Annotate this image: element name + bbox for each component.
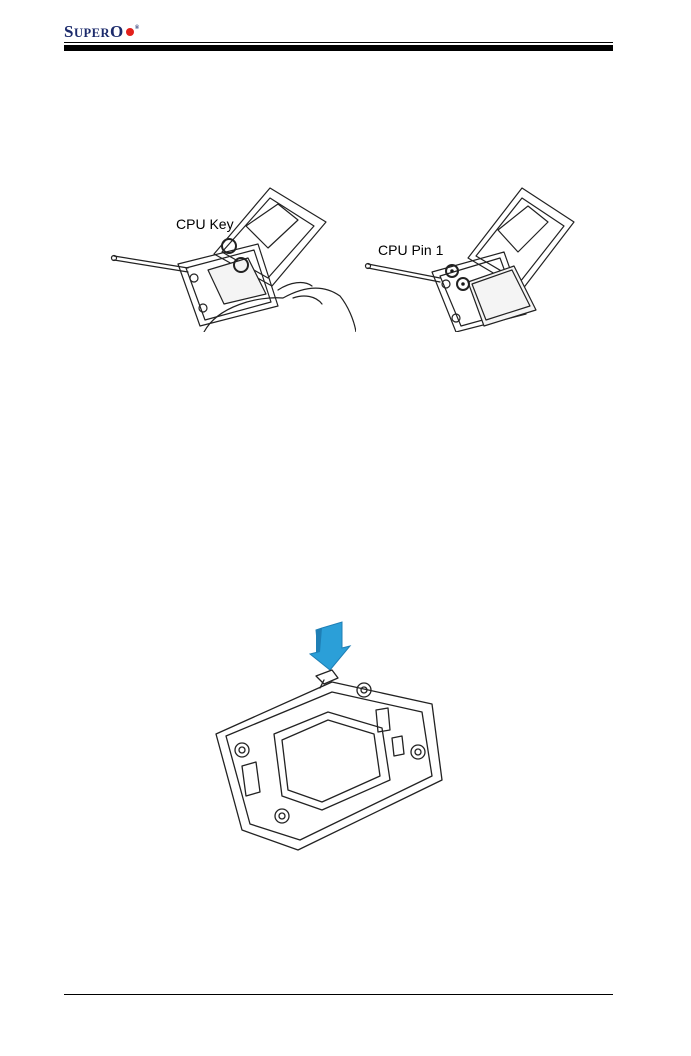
header-rule-thin (64, 42, 613, 43)
logo-letters-uper: UPER (74, 26, 110, 41)
cpu-key-label: CPU Key (176, 216, 234, 232)
logo-letter-s: S (64, 22, 74, 42)
cpu-pin1-illustration (364, 186, 578, 332)
logo-letter-o: O (110, 22, 124, 42)
cpu-key-illustration (108, 186, 356, 332)
figure-socket-install (212, 620, 448, 852)
figure-cpu-pin1: CPU Pin 1 (364, 186, 578, 332)
footer-rule (64, 994, 613, 995)
socket-install-illustration (212, 620, 448, 852)
down-arrow-icon (310, 622, 350, 670)
cpu-pin1-label: CPU Pin 1 (378, 242, 443, 258)
figure-cpu-key: CPU Key (108, 186, 356, 332)
logo-red-dot (126, 28, 134, 36)
header-rule-thick (64, 45, 613, 51)
logo-registered-mark: ® (135, 25, 140, 31)
